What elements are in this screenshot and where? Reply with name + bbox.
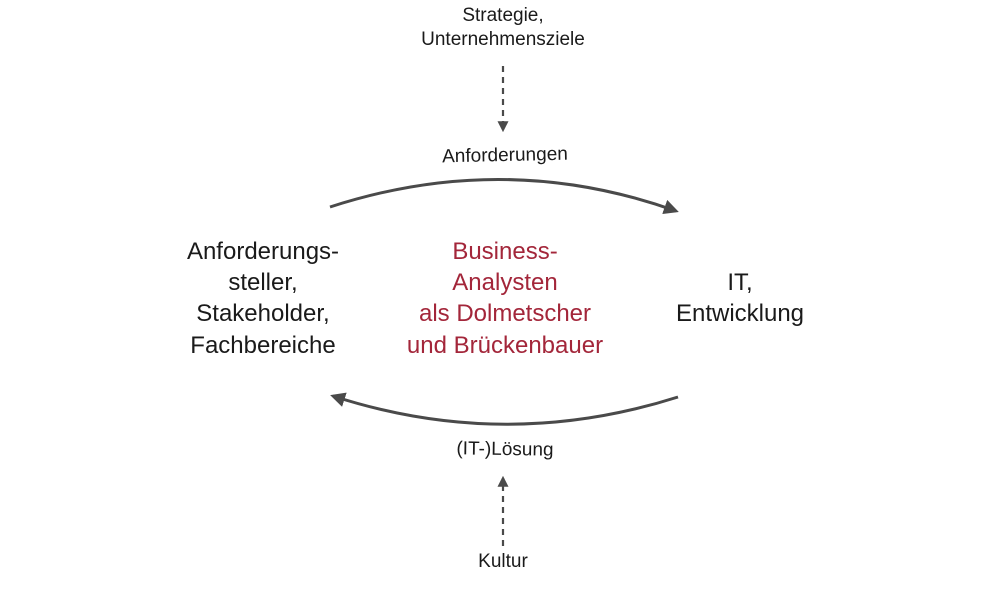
curved-arrow-solution bbox=[330, 392, 679, 426]
analysts-line-1: Business- bbox=[452, 238, 558, 265]
culture-line-1: Kultur bbox=[478, 551, 528, 572]
stakeholders-label: Anforderungs- steller, Stakeholder, Fach… bbox=[158, 236, 368, 361]
culture-label: Kultur bbox=[403, 550, 603, 574]
it-line-2: Entwicklung bbox=[675, 300, 805, 328]
stakeholders-line-4: Fachbereiche bbox=[190, 331, 336, 359]
strategy-line-2: Unternehmensziele bbox=[421, 28, 585, 50]
stakeholders-line-3: Stakeholder, bbox=[196, 300, 330, 328]
analysts-line-4: und Brückenbauer bbox=[406, 331, 604, 359]
curved-arrow-requirements bbox=[329, 177, 679, 215]
solution-arrow-label: (IT-)Lösung bbox=[456, 438, 554, 461]
analysts-line-2: Analysten bbox=[452, 269, 558, 297]
strategy-label: Strategie, Unternehmensziele bbox=[353, 4, 653, 52]
stakeholders-line-1: Anforderungs- bbox=[186, 238, 340, 265]
strategy-line-1: Strategie, bbox=[462, 5, 544, 26]
it-line-1: IT, bbox=[727, 269, 753, 296]
analysts-line-3: als Dolmetscher bbox=[418, 300, 592, 328]
stakeholders-line-2: steller, bbox=[228, 269, 298, 297]
business-analysts-label: Business- Analysten als Dolmetscher und … bbox=[355, 236, 655, 361]
it-development-label: IT, Entwicklung bbox=[640, 267, 840, 329]
